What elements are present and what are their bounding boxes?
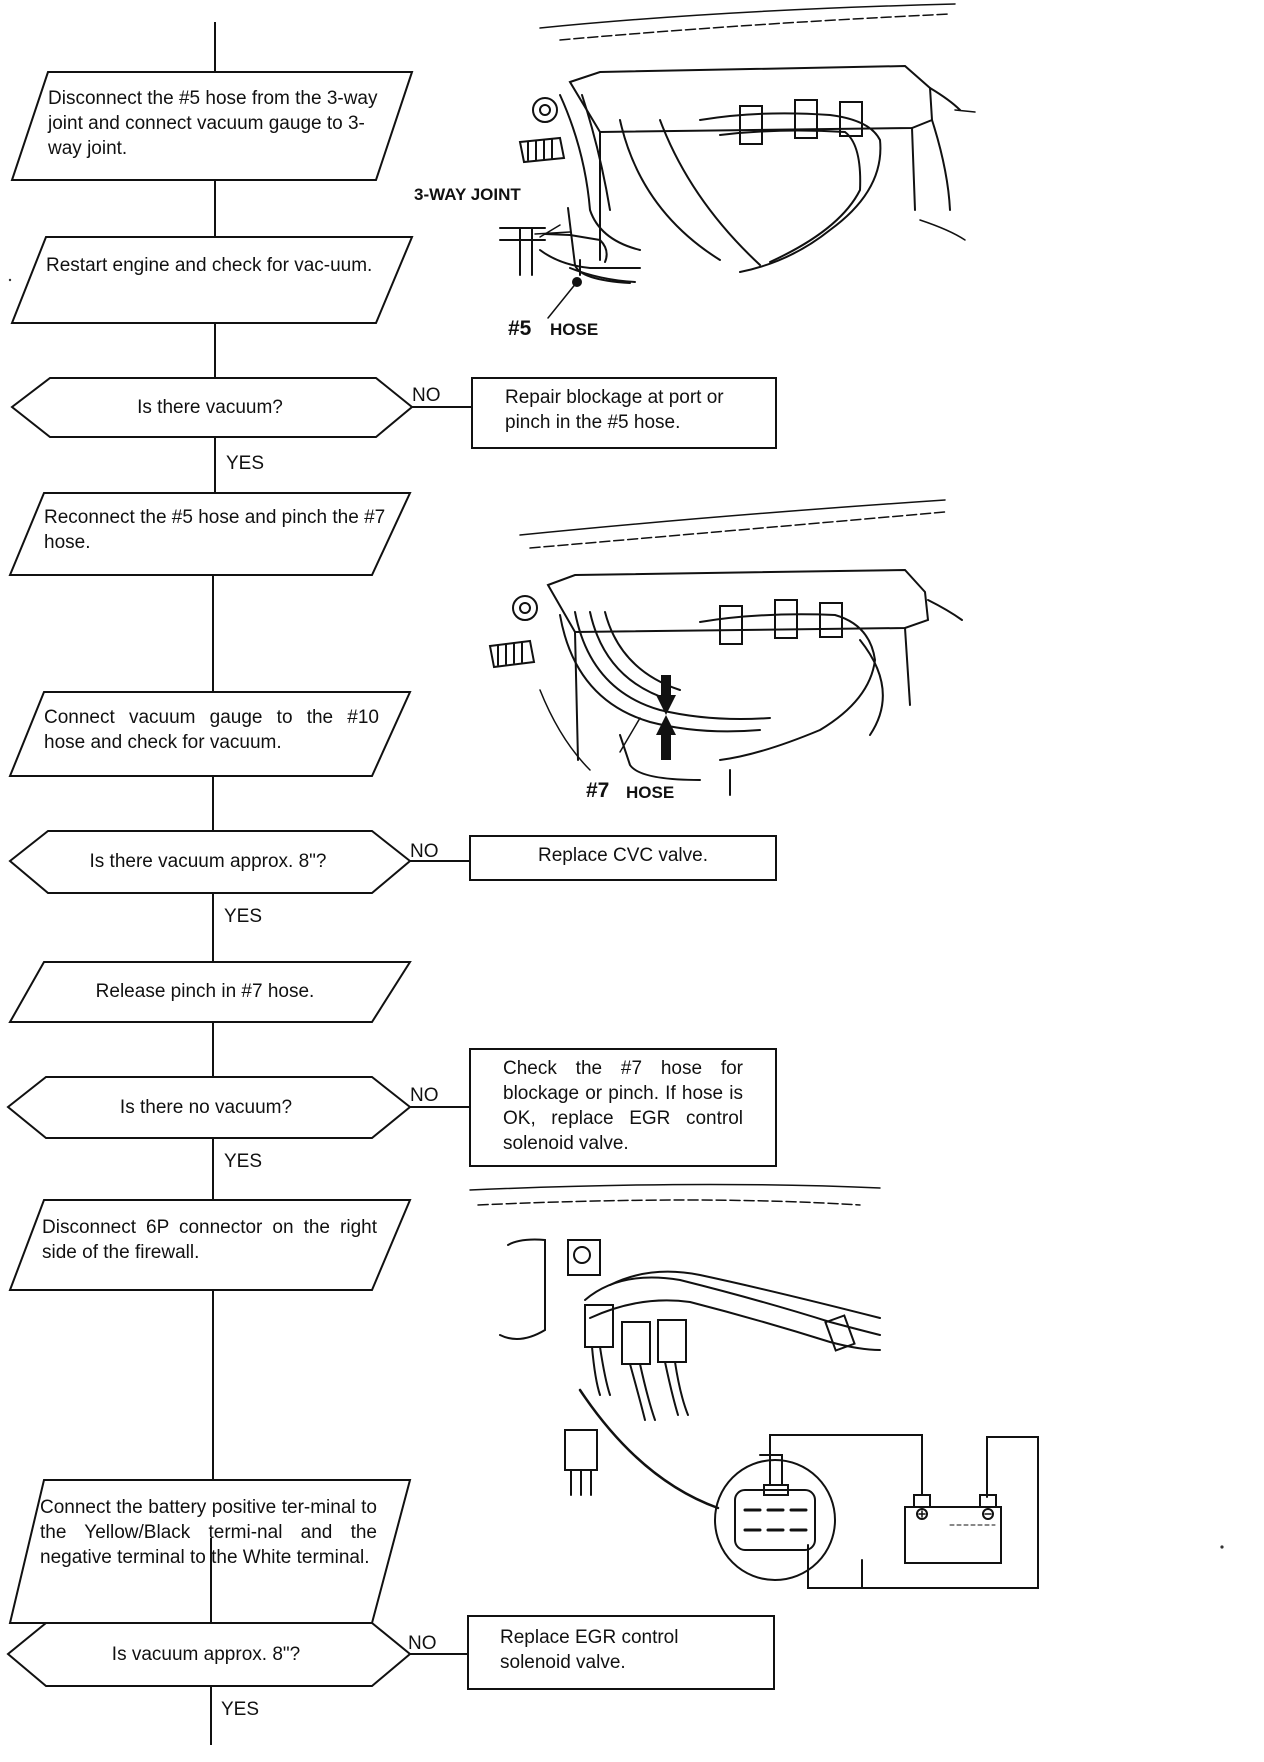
step-box-1 xyxy=(10,71,414,181)
no-label: NO xyxy=(412,385,441,406)
step-3-text: Reconnect the #5 hose and pinch the #7 h… xyxy=(44,507,386,553)
action-1-text: Repair blockage at port or pinch in the … xyxy=(505,387,724,433)
action-box-4 xyxy=(467,1615,775,1690)
no-label: NO xyxy=(410,1085,439,1106)
hose5-number-label: #5 xyxy=(508,317,532,340)
action-box-1 xyxy=(471,377,777,449)
decision-shape-2 xyxy=(8,830,412,894)
action-3-text: Check the #7 hose for blockage or pinch.… xyxy=(503,1058,743,1154)
engine-illustration-2 xyxy=(488,499,963,796)
engine-illustration-1 xyxy=(499,3,976,319)
step-5-text: Release pinch in #7 hose. xyxy=(95,981,315,1002)
decision-shape-4 xyxy=(6,1622,412,1687)
decision-3-text: Is there no vacuum? xyxy=(119,1097,293,1118)
decision-shape-1 xyxy=(10,377,414,438)
decision-1-text: Is there vacuum? xyxy=(137,397,283,418)
decision-4-text: Is vacuum approx. 8"? xyxy=(111,1644,301,1665)
no-label: NO xyxy=(410,841,439,862)
step-box-4 xyxy=(8,691,412,777)
stray-dot xyxy=(8,278,12,282)
step-4-text: Connect vacuum gauge to the #10 hose and… xyxy=(44,707,379,753)
action-box-3 xyxy=(469,1048,777,1167)
step-box-3 xyxy=(8,492,412,576)
step-7-text: Connect the battery positive ter-minal t… xyxy=(40,1497,377,1568)
step-6-text: Disconnect 6P connector on the right sid… xyxy=(42,1217,377,1263)
hose7-number-label: #7 xyxy=(586,779,610,802)
connector-battery-illustration xyxy=(469,1183,1039,1589)
hose7-word-label: HOSE xyxy=(626,783,675,802)
yes-label: YES xyxy=(226,453,265,474)
action-box-2 xyxy=(469,835,777,881)
action-2-text: Replace CVC valve. xyxy=(537,845,709,866)
no-label: NO xyxy=(408,1633,437,1654)
stray-dot xyxy=(1220,1545,1224,1549)
hose5-word-label: HOSE xyxy=(550,320,599,339)
step-box-6 xyxy=(8,1199,412,1291)
step-2-text: Restart engine and check for vac-uum. xyxy=(46,255,373,276)
step-box-5 xyxy=(8,961,412,1023)
yes-label: YES xyxy=(221,1699,260,1720)
action-4-text: Replace EGR control solenoid valve. xyxy=(500,1627,679,1673)
step-box-2 xyxy=(10,236,414,324)
decision-2-text: Is there vacuum approx. 8"? xyxy=(89,851,327,872)
three-way-joint-label: 3-WAY JOINT xyxy=(414,185,521,204)
step-1-text: Disconnect the #5 hose from the 3-way jo… xyxy=(48,88,378,159)
decision-shape-3 xyxy=(6,1076,412,1139)
yes-label: YES xyxy=(224,1151,263,1172)
yes-label: YES xyxy=(224,906,263,927)
